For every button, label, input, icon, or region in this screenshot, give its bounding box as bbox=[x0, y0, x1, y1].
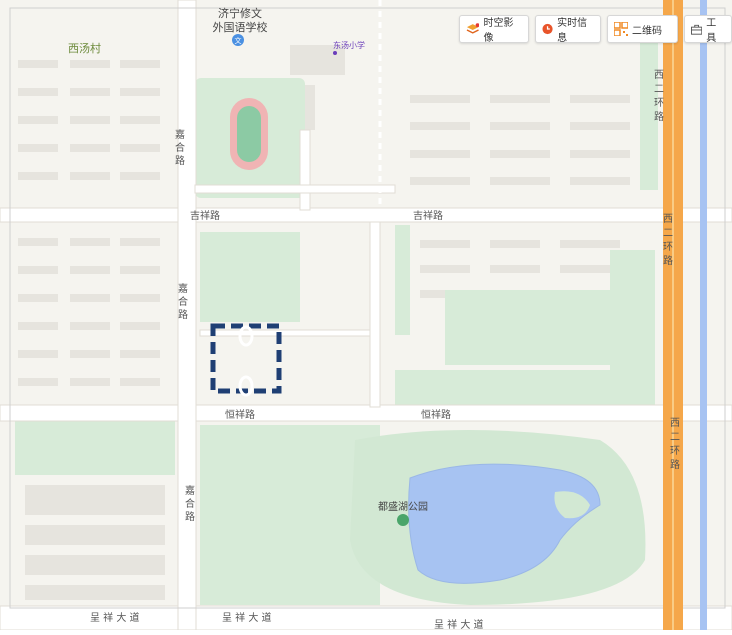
map-border bbox=[9, 7, 726, 609]
dongtang-primary-label: 东汤小学 bbox=[333, 40, 365, 50]
qr-code-label: 二维码 bbox=[632, 25, 662, 37]
svg-text:路: 路 bbox=[178, 308, 188, 321]
lake-island bbox=[554, 491, 590, 519]
time-imagery-label: 时空影像 bbox=[483, 18, 514, 44]
hengxiang-road-west-label: 恒祥路 bbox=[225, 408, 255, 421]
xitang-village-label: 西汤村 bbox=[68, 41, 101, 55]
chengxiang-avenue-west-label: 呈 祥 大 道 bbox=[90, 611, 140, 624]
chengxiang-avenue-mid-label: 呈 祥 大 道 bbox=[222, 611, 272, 624]
svg-text:合: 合 bbox=[185, 497, 195, 510]
svg-text:二: 二 bbox=[670, 432, 680, 443]
svg-text:路: 路 bbox=[654, 110, 664, 123]
lake-water bbox=[408, 463, 601, 584]
svg-text:嘉: 嘉 bbox=[178, 282, 188, 295]
hengxiang-road-east-label: 恒祥路 bbox=[421, 408, 451, 421]
marker-bottom bbox=[238, 375, 254, 397]
chengxiang-avenue-east-label: 呈 祥 大 道 bbox=[434, 618, 484, 630]
time-imagery-button[interactable]: 时空影像 bbox=[459, 15, 529, 44]
layers-icon bbox=[466, 23, 480, 34]
svg-text:环: 环 bbox=[670, 446, 680, 457]
jixiang-road-east-label: 吉祥路 bbox=[413, 209, 443, 222]
svg-text:合: 合 bbox=[175, 141, 185, 154]
clock-icon bbox=[542, 23, 553, 35]
tools-label: 工具 bbox=[706, 18, 717, 44]
svg-text:西: 西 bbox=[654, 70, 664, 81]
jiahe-road-label-3: 嘉 合 路 bbox=[185, 484, 195, 523]
svg-text:嘉: 嘉 bbox=[185, 484, 195, 497]
svg-text:环: 环 bbox=[663, 242, 673, 253]
svg-text:嘉: 嘉 bbox=[175, 128, 185, 141]
highlight-box bbox=[210, 323, 282, 394]
qr-code-button[interactable]: 二维码 bbox=[607, 15, 678, 43]
jixiang-road-west-label: 吉祥路 bbox=[190, 209, 220, 222]
qr-code-icon bbox=[614, 22, 628, 36]
canal-water bbox=[700, 0, 707, 630]
west-second-ring-label-2: 西 二 环 路 bbox=[663, 214, 673, 267]
realtime-info-button[interactable]: 实时信息 bbox=[535, 15, 601, 44]
jiahe-road-label-2: 嘉 合 路 bbox=[178, 282, 188, 321]
green-areas bbox=[15, 40, 658, 605]
realtime-info-label: 实时信息 bbox=[557, 18, 588, 44]
svg-text:文: 文 bbox=[235, 36, 242, 45]
svg-text:路: 路 bbox=[185, 510, 195, 523]
svg-text:西: 西 bbox=[670, 418, 680, 429]
building-blocks bbox=[18, 45, 630, 600]
svg-text:路: 路 bbox=[175, 154, 185, 167]
toolbox-icon bbox=[691, 24, 703, 35]
west-second-ring-label-3: 西 二 环 路 bbox=[670, 418, 680, 471]
primary-school-icon bbox=[333, 51, 337, 55]
school-label-line1: 济宁修文 bbox=[218, 6, 262, 20]
park-icon bbox=[397, 514, 409, 526]
marker-top bbox=[238, 325, 254, 347]
west-second-ring-label-1: 西 二 环 路 bbox=[654, 70, 664, 123]
tools-button[interactable]: 工具 bbox=[684, 15, 732, 44]
school-icon bbox=[232, 34, 244, 46]
svg-text:二: 二 bbox=[663, 228, 673, 239]
jiahe-road-label-1: 嘉 合 路 bbox=[175, 128, 185, 167]
svg-text:路: 路 bbox=[663, 254, 673, 267]
school-label-line2: 外国语学校 bbox=[213, 20, 268, 34]
svg-text:西: 西 bbox=[663, 214, 673, 225]
svg-text:环: 环 bbox=[654, 98, 664, 109]
svg-text:二: 二 bbox=[654, 84, 664, 95]
svg-text:合: 合 bbox=[178, 295, 188, 308]
lake-park-label: 都盛湖公园 bbox=[378, 500, 428, 513]
svg-text:路: 路 bbox=[670, 458, 680, 471]
